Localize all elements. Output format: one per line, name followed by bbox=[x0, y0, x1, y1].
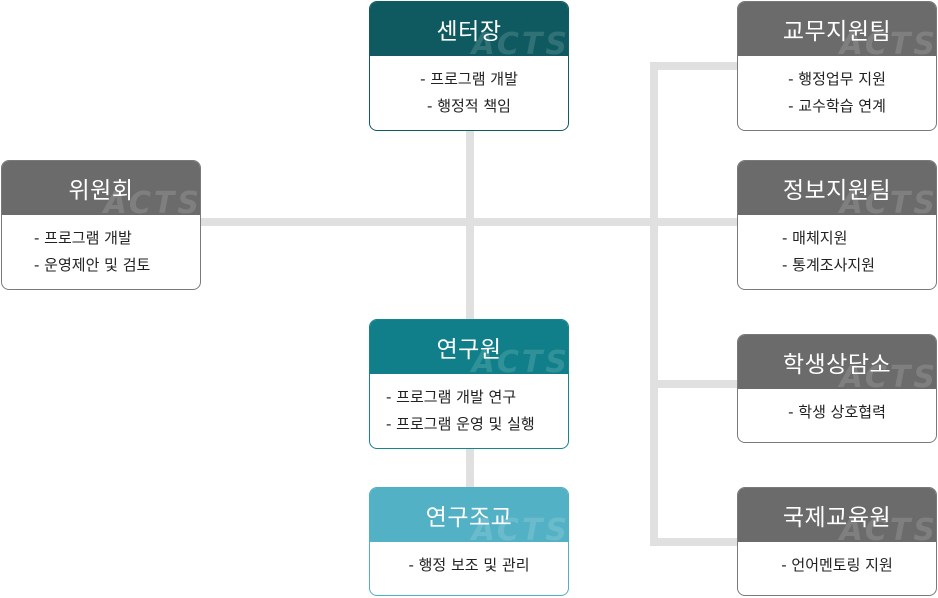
committee-item: - 프로그램 개발 bbox=[34, 229, 132, 247]
acts-watermark: ACTS bbox=[839, 186, 936, 215]
center-director-header: ACTS 센터장 bbox=[370, 2, 568, 56]
researcher-item: - 프로그램 개발 연구 bbox=[386, 388, 517, 406]
research-assistant-header: ACTS 연구조교 bbox=[370, 488, 568, 542]
research-assistant-box: ACTS 연구조교 - 행정 보조 및 관리 bbox=[369, 487, 569, 596]
connector-research-vertical bbox=[466, 448, 474, 488]
counseling-center-header: ACTS 학생상담소 bbox=[738, 335, 936, 389]
intl-education-box: ACTS 국제교육원 - 언어멘토링 지원 bbox=[737, 487, 937, 596]
center-director-item: - 행정적 책임 bbox=[427, 97, 511, 115]
academic-support-box: ACTS 교무지원팀 - 행정업무 지원 - 교수학습 연계 bbox=[737, 1, 937, 131]
acts-watermark: ACTS bbox=[839, 360, 936, 389]
connector-intl bbox=[650, 538, 738, 546]
committee-title: 위원회 bbox=[68, 178, 134, 204]
acts-watermark: ACTS bbox=[471, 513, 568, 542]
connector-counsel bbox=[650, 380, 738, 388]
researcher-header: ACTS 연구원 bbox=[370, 320, 568, 374]
committee-box: ACTS 위원회 - 프로그램 개발 - 운영제안 및 검토 bbox=[1, 160, 201, 290]
info-support-item: - 통계조사지원 bbox=[782, 256, 875, 274]
counseling-center-item: - 학생 상호협력 bbox=[788, 403, 886, 421]
researcher-box: ACTS 연구원 - 프로그램 개발 연구 - 프로그램 운영 및 실행 bbox=[369, 319, 569, 449]
acts-watermark: ACTS bbox=[471, 345, 568, 374]
intl-education-item: - 언어멘토링 지원 bbox=[781, 556, 893, 574]
academic-support-item: - 행정업무 지원 bbox=[788, 70, 886, 88]
intl-education-header: ACTS 국제교육원 bbox=[738, 488, 936, 542]
center-director-box: ACTS 센터장 - 프로그램 개발 - 행정적 책임 bbox=[369, 1, 569, 131]
academic-support-title: 교무지원팀 bbox=[782, 19, 892, 45]
connector-right-trunk bbox=[650, 62, 658, 546]
counseling-center-box: ACTS 학생상담소 - 학생 상호협력 bbox=[737, 334, 937, 443]
info-support-title: 정보지원팀 bbox=[782, 178, 892, 204]
counseling-center-title: 학생상담소 bbox=[782, 352, 892, 378]
academic-support-header: ACTS 교무지원팀 bbox=[738, 2, 936, 56]
intl-education-title: 국제교육원 bbox=[782, 505, 892, 531]
researcher-item: - 프로그램 운영 및 실행 bbox=[386, 415, 535, 433]
acts-watermark: ACTS bbox=[839, 27, 936, 56]
acts-watermark: ACTS bbox=[471, 27, 568, 56]
committee-header: ACTS 위원회 bbox=[2, 161, 200, 215]
researcher-title: 연구원 bbox=[436, 337, 502, 363]
center-director-item: - 프로그램 개발 bbox=[420, 70, 518, 88]
committee-item: - 운영제안 및 검토 bbox=[34, 256, 151, 274]
info-support-header: ACTS 정보지원팀 bbox=[738, 161, 936, 215]
connector-committee-horizontal bbox=[200, 218, 738, 226]
research-assistant-title: 연구조교 bbox=[425, 505, 513, 531]
research-assistant-item: - 행정 보조 및 관리 bbox=[408, 556, 530, 574]
connector-academic bbox=[650, 62, 738, 70]
center-director-title: 센터장 bbox=[436, 19, 502, 45]
info-support-box: ACTS 정보지원팀 - 매체지원 - 통계조사지원 bbox=[737, 160, 937, 290]
acts-watermark: ACTS bbox=[103, 186, 200, 215]
info-support-item: - 매체지원 bbox=[782, 229, 848, 247]
acts-watermark: ACTS bbox=[839, 513, 936, 542]
academic-support-item: - 교수학습 연계 bbox=[788, 97, 886, 115]
